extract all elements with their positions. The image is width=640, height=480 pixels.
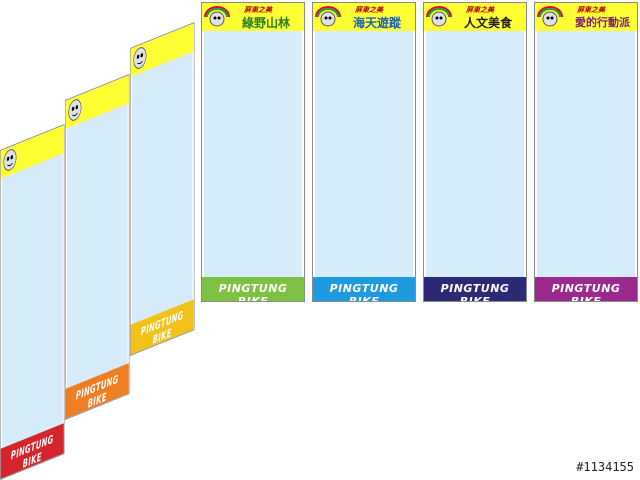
footer-label: PINGTUNG BIKE (440, 282, 510, 302)
mascot-icon (2, 146, 18, 175)
mascot-icon (426, 5, 452, 27)
panel-blue-header: 屏東之美 海天遊蹤 (313, 3, 415, 31)
side-panel-red-board: PINGTUNG BIKE (0, 123, 65, 480)
side-panel-yellow-content (131, 51, 193, 325)
panel-title: 人文美食 (464, 16, 513, 30)
mascot-icon (67, 96, 83, 125)
panel-green-header: 屏東之美 綠野山林 (202, 3, 304, 31)
panel-green: 屏東之美 綠野山林 PINGTUNG BIKE (201, 2, 305, 302)
panel-green-content (204, 31, 302, 277)
panel-green-footer: PINGTUNG BIKE (202, 277, 304, 301)
panel-blue-footer: PINGTUNG BIKE (313, 277, 415, 301)
panel-purple-content (537, 31, 635, 277)
side-panel-red-content (1, 153, 63, 449)
panel-navy-header: 屏東之美 人文美食 (424, 3, 526, 31)
panel-navy: 屏東之美 人文美食 PINGTUNG BIKE (423, 2, 527, 302)
mascot-icon (132, 44, 148, 73)
footer-label: PINGTUNG BIKE (218, 282, 288, 302)
panel-blue-content (315, 31, 413, 277)
side-panel-orange: PINGTUNG BIKE (65, 73, 130, 420)
panel-title: 綠野山林 (242, 16, 291, 30)
side-panel-red-header (0, 125, 64, 179)
mascot-icon (204, 5, 230, 27)
side-panel-yellow-header (130, 23, 194, 77)
panel-title: 愛的行動派 (575, 16, 630, 29)
side-panel-orange-board: PINGTUNG BIKE (65, 73, 130, 420)
footer-label: PINGTUNG BIKE (329, 282, 399, 302)
brand-label: 屏東之美 (244, 6, 272, 14)
mascot-icon (315, 5, 341, 27)
side-panel-orange-content (66, 103, 128, 389)
panel-navy-footer: PINGTUNG BIKE (424, 277, 526, 301)
panel-navy-content (426, 31, 524, 277)
brand-label: 屏東之美 (577, 6, 605, 14)
panel-blue: 屏東之美 海天遊蹤 PINGTUNG BIKE (312, 2, 416, 302)
panel-purple: 屏東之美 愛的行動派 PINGTUNG BIKE (534, 2, 638, 302)
mascot-icon (537, 5, 563, 27)
brand-label: 屏東之美 (466, 6, 494, 14)
side-panel-red: PINGTUNG BIKE (0, 123, 65, 480)
panel-purple-footer: PINGTUNG BIKE (535, 277, 637, 301)
side-panel-yellow: PINGTUNG BIKE (130, 21, 195, 356)
panel-title: 海天遊蹤 (353, 16, 402, 30)
side-panel-orange-header (65, 75, 129, 129)
panel-purple-header: 屏東之美 愛的行動派 (535, 3, 637, 31)
watermark-id: #1134155 (576, 460, 634, 474)
brand-label: 屏東之美 (355, 6, 383, 14)
side-panel-yellow-board: PINGTUNG BIKE (130, 21, 195, 356)
footer-label: PINGTUNG BIKE (551, 282, 621, 302)
